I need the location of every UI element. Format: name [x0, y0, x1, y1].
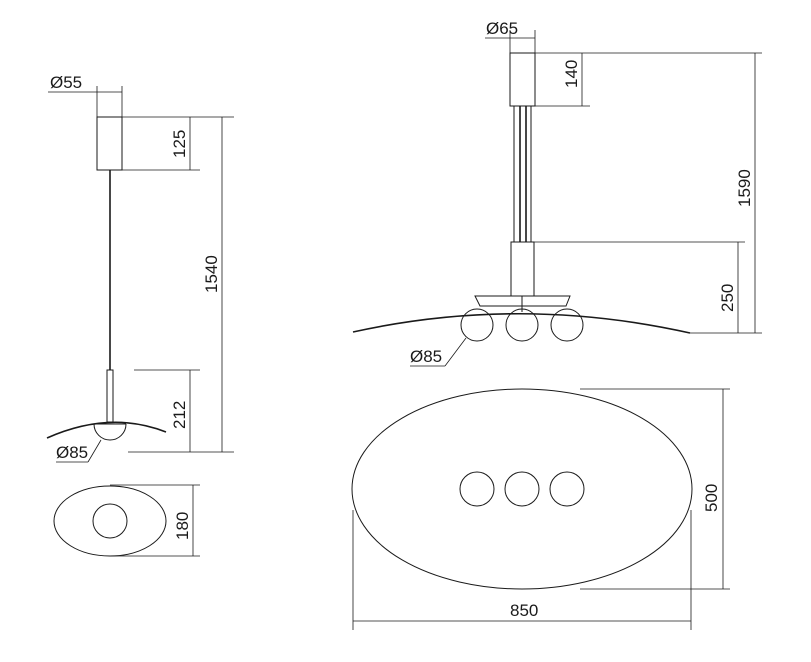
small-top-shade [53, 485, 167, 557]
large-total-height-label: 1590 [735, 169, 754, 207]
large-top-globe-2 [504, 471, 540, 507]
large-globe-1 [460, 308, 494, 342]
small-lower-height-label: 212 [170, 401, 189, 429]
large-globe-diameter-label: Ø85 [410, 347, 442, 366]
large-canopy-height-label: 140 [562, 60, 581, 88]
large-top-globe-3 [549, 471, 585, 507]
large-top-depth-label: 500 [702, 484, 721, 512]
large-top-shade [351, 388, 693, 590]
small-canopy-height-label: 125 [170, 130, 189, 158]
leader-line [87, 439, 102, 463]
small-globe-diameter-label: Ø85 [56, 443, 88, 462]
small-lamp-top-view: 180 [53, 484, 200, 557]
small-lamp-side-view: Ø55 125 1540 212 Ø85 [46, 73, 234, 463]
small-stem [106, 369, 114, 423]
leader-line [444, 337, 467, 367]
small-shade [46, 421, 167, 439]
large-top-globe-1 [459, 471, 495, 507]
small-globe [93, 423, 127, 441]
large-canopy-diameter-label: Ø65 [486, 19, 518, 38]
large-lamp-side-view: Ø65 140 1590 250 Ø85 [352, 19, 762, 367]
large-bracket [474, 295, 571, 307]
large-top-width-label: 850 [510, 601, 538, 620]
large-globe-2 [505, 308, 539, 342]
small-total-height-label: 1540 [202, 255, 221, 293]
large-lamp-top-view: 500 850 [351, 388, 730, 630]
large-lower-frame [510, 241, 535, 297]
large-globe-3 [550, 308, 584, 342]
small-top-depth-label: 180 [173, 512, 192, 540]
large-canopy [509, 52, 536, 107]
large-shade [352, 312, 691, 334]
large-lower-height-label: 250 [718, 284, 737, 312]
small-canopy [96, 116, 123, 171]
small-top-globe [92, 503, 128, 539]
small-canopy-diameter-label: Ø55 [50, 73, 82, 92]
